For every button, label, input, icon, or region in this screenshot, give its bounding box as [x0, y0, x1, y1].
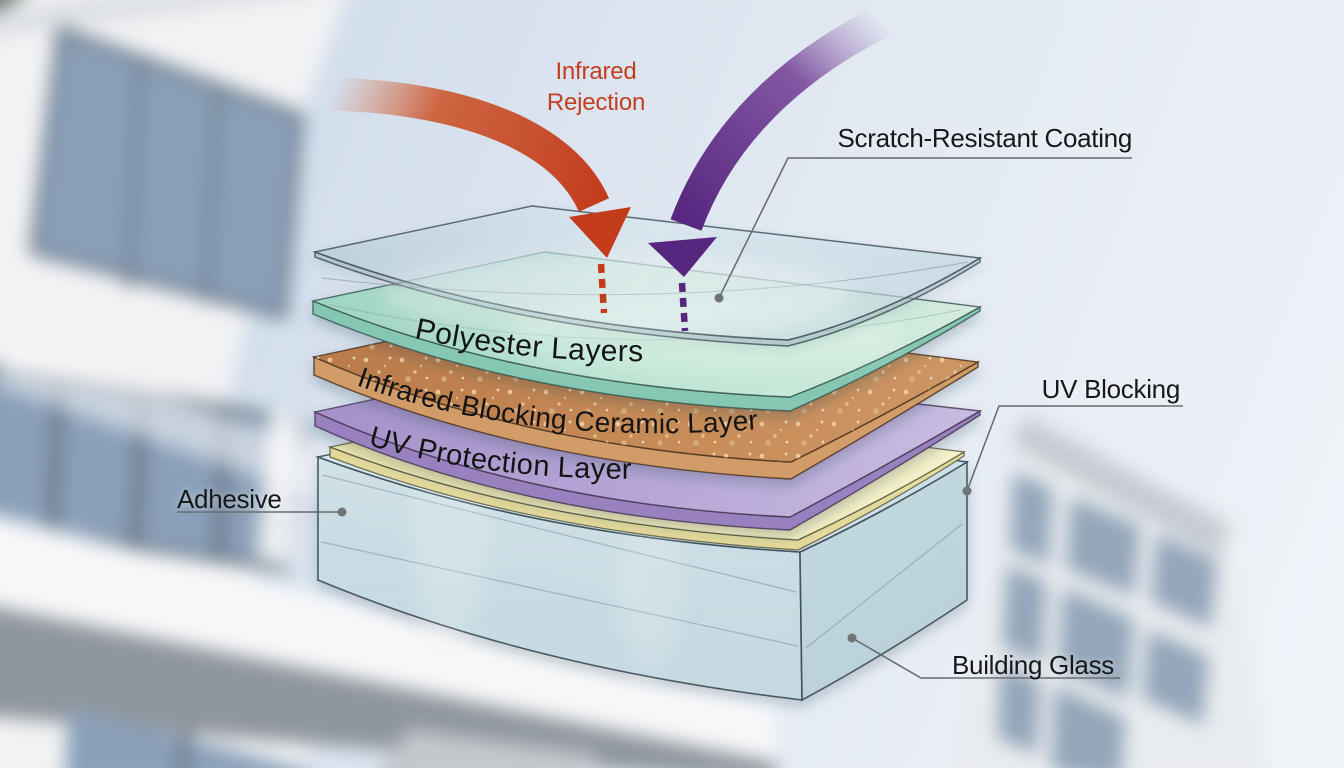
infrared-arrowhead-icon — [569, 207, 631, 258]
infrared-rejection-line1: Infrared — [555, 58, 637, 85]
right-building-windows — [997, 471, 1217, 768]
callout-leader-lines — [177, 157, 1183, 679]
uv-arrow-shaft — [670, 1, 901, 231]
dot-building-glass — [847, 633, 857, 643]
dot-scratch-coating — [714, 293, 724, 303]
adhesive-callout: Adhesive — [177, 484, 282, 514]
callout-leader-dots — [337, 293, 972, 643]
glass-reflection-lines — [320, 474, 963, 649]
left-building — [0, 0, 776, 768]
gray-band — [0, 607, 776, 768]
uv-dashed-path — [678, 282, 689, 332]
scratch-coating-callout: Scratch-Resistant Coating — [837, 123, 1132, 153]
building-glass-callout: Building Glass — [952, 650, 1114, 680]
dot-uv-blocking — [962, 486, 972, 496]
infrared-dashed-path — [597, 263, 608, 314]
layer-scratch-coating — [312, 205, 983, 347]
leader-scratch-coating — [718, 157, 1132, 299]
right-building — [951, 415, 1269, 768]
infrared-rejection-label: Infrared Rejection — [536, 56, 656, 118]
leader-building-glass — [851, 637, 1120, 679]
white-slab-band — [0, 516, 776, 763]
uv-arrowhead-icon — [648, 237, 717, 277]
dot-adhesive — [337, 507, 347, 517]
arrow-uv — [648, 1, 901, 332]
infrared-rejection-line2: Rejection — [546, 89, 646, 116]
arrow-infrared — [317, 77, 631, 314]
infrared-arrow-shaft — [317, 77, 610, 213]
uv-blocking-callout: UV Blocking — [1041, 374, 1181, 404]
leader-uv-blocking — [966, 405, 1183, 492]
